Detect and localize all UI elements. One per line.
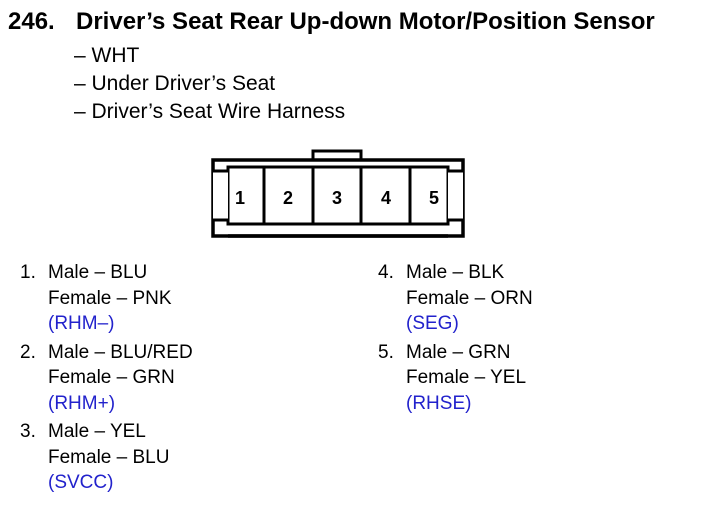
pinout-male: Male – GRN [406,341,511,363]
pinout-signal: (RHSE) [406,392,472,414]
pinout-male: Male – BLK [406,262,505,283]
pinout-female: Female – BLU [48,446,170,468]
pinout-male: Male – BLU [48,262,148,283]
pinout-item-5: 5. Male – GRN Female – YEL (RHSE) [378,340,533,417]
component-number: 246. [8,8,55,35]
detail-harness: – Driver’s Seat Wire Harness [74,100,346,123]
pin-3-label: 3 [332,188,342,208]
pinout-signal: (RHM–) [48,313,115,334]
pin-5-label: 5 [429,188,439,208]
connector-latch [311,149,363,167]
component-title: Driver’s Seat Rear Up-down Motor/Positio… [76,8,655,35]
pinout-item-1: 1. Male – BLU Female – PNK (RHM–) [20,260,193,337]
pinout-female: Female – YEL [406,367,527,388]
pinout-number: 4. [378,262,394,283]
pinout-signal: (SVCC) [48,472,114,493]
detail-location: – Under Driver’s Seat [74,72,276,95]
pinout-item-4: 4. Male – BLK Female – ORN (SEG) [378,260,533,337]
pinout-item-3: 3. Male – YEL Female – BLU (SVCC) [20,419,193,496]
pinout-male: Male – YEL [48,421,146,442]
component-details: – WHT – Under Driver’s Seat – Driver’s S… [74,42,345,126]
pinout-number: 3. [20,421,36,442]
pinout-signal: (RHM+) [48,392,116,414]
pin-2-label: 2 [283,188,293,208]
pinout-female: Female – ORN [406,287,533,309]
connector-housing [211,158,465,238]
pinout-number: 1. [20,262,36,283]
pinout-list-right: 4. Male – BLK Female – ORN (SEG) 5. Male… [378,260,533,419]
pinout-male: Male – BLU/RED [48,341,193,363]
pinout-signal: (SEG) [406,313,459,334]
pinout-list-left: 1. Male – BLU Female – PNK (RHM–) 2. Mal… [20,260,193,499]
detail-color: – WHT [74,44,140,67]
pinout-female: Female – PNK [48,287,172,309]
pinout-item-2: 2. Male – BLU/RED Female – GRN (RHM+) [20,340,193,417]
pin-1-label: 1 [235,188,245,208]
connector-cavity [226,165,450,226]
pin-4-label: 4 [381,188,391,208]
page-title: 246. Driver’s Seat Rear Up-down Motor/Pos… [8,8,655,36]
pinout-number: 5. [378,341,394,363]
pinout-number: 2. [20,341,36,363]
pinout-female: Female – GRN [48,367,175,388]
